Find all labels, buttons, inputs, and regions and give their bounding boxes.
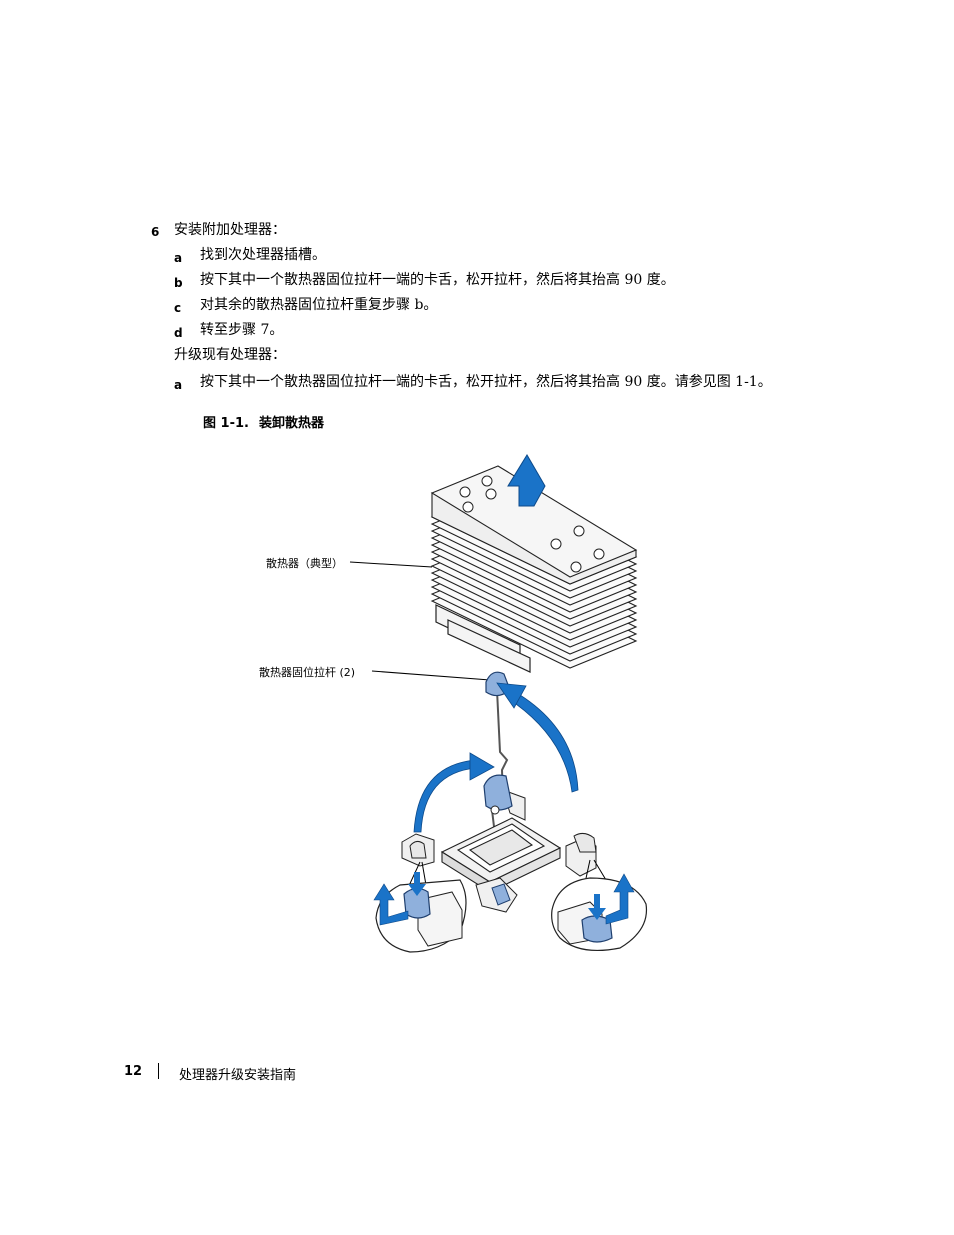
figure-number: 图 1-1. — [203, 416, 249, 431]
step-letter: d — [174, 326, 183, 340]
step-letter: b — [174, 276, 183, 290]
heatsink-fins — [430, 465, 638, 669]
step-text: 升级现有处理器： — [174, 347, 286, 363]
socket-bottom-clip — [475, 877, 518, 913]
callout-levers: 散热器固位拉杆 (2) — [259, 666, 356, 679]
left-lever-clip — [401, 833, 435, 891]
processor-socket — [440, 817, 562, 893]
push-down-arrow-icon — [408, 872, 426, 896]
page-number: 12 — [124, 1064, 143, 1079]
step-letter: c — [174, 301, 182, 315]
footer-divider — [158, 1063, 159, 1079]
step-letter: a — [174, 378, 183, 392]
callout-line-heatsink — [349, 561, 433, 568]
step-number: 6 — [151, 225, 160, 239]
step-text: 按下其中一个散热器固位拉杆一端的卡舌，松开拉杆，然后将其抬高 90 度。 — [200, 272, 675, 288]
step-text: 找到次处理器插槽。 — [200, 247, 326, 263]
lift-arrow-icon — [507, 454, 546, 507]
release-arrow-icon — [373, 883, 409, 926]
heatsink-base — [435, 604, 531, 673]
right-detail-inset — [551, 873, 648, 952]
step-text: 转至步骤 7。 — [200, 322, 284, 338]
step-text: 对其余的散热器固位拉杆重复步骤 b。 — [200, 297, 438, 313]
callout-line-levers — [371, 670, 491, 681]
step-letter: a — [174, 251, 183, 265]
heatsink — [430, 465, 638, 673]
figure-caption: 图 1-1. 装卸散热器 — [203, 412, 334, 431]
lever-mid-clip — [483, 774, 526, 821]
right-lever-clip — [565, 832, 613, 893]
push-down-arrow-icon — [588, 894, 606, 920]
heatsink-screw-heads — [459, 475, 605, 573]
rotate-up-arrow-icon — [496, 682, 579, 793]
left-detail-inset — [373, 872, 467, 953]
figure-title: 装卸散热器 — [258, 416, 324, 431]
lift-lever-arrow-icon — [605, 873, 635, 925]
step-text: 安装附加处理器： — [174, 222, 286, 238]
rotate-over-arrow-icon — [413, 752, 495, 833]
step-text: 按下其中一个散热器固位拉杆一端的卡舌，松开拉杆，然后将其抬高 90 度。请参见图… — [200, 374, 772, 390]
footer-title: 处理器升级安装指南 — [179, 1068, 297, 1083]
callout-heatsink: 散热器（典型） — [266, 557, 343, 570]
